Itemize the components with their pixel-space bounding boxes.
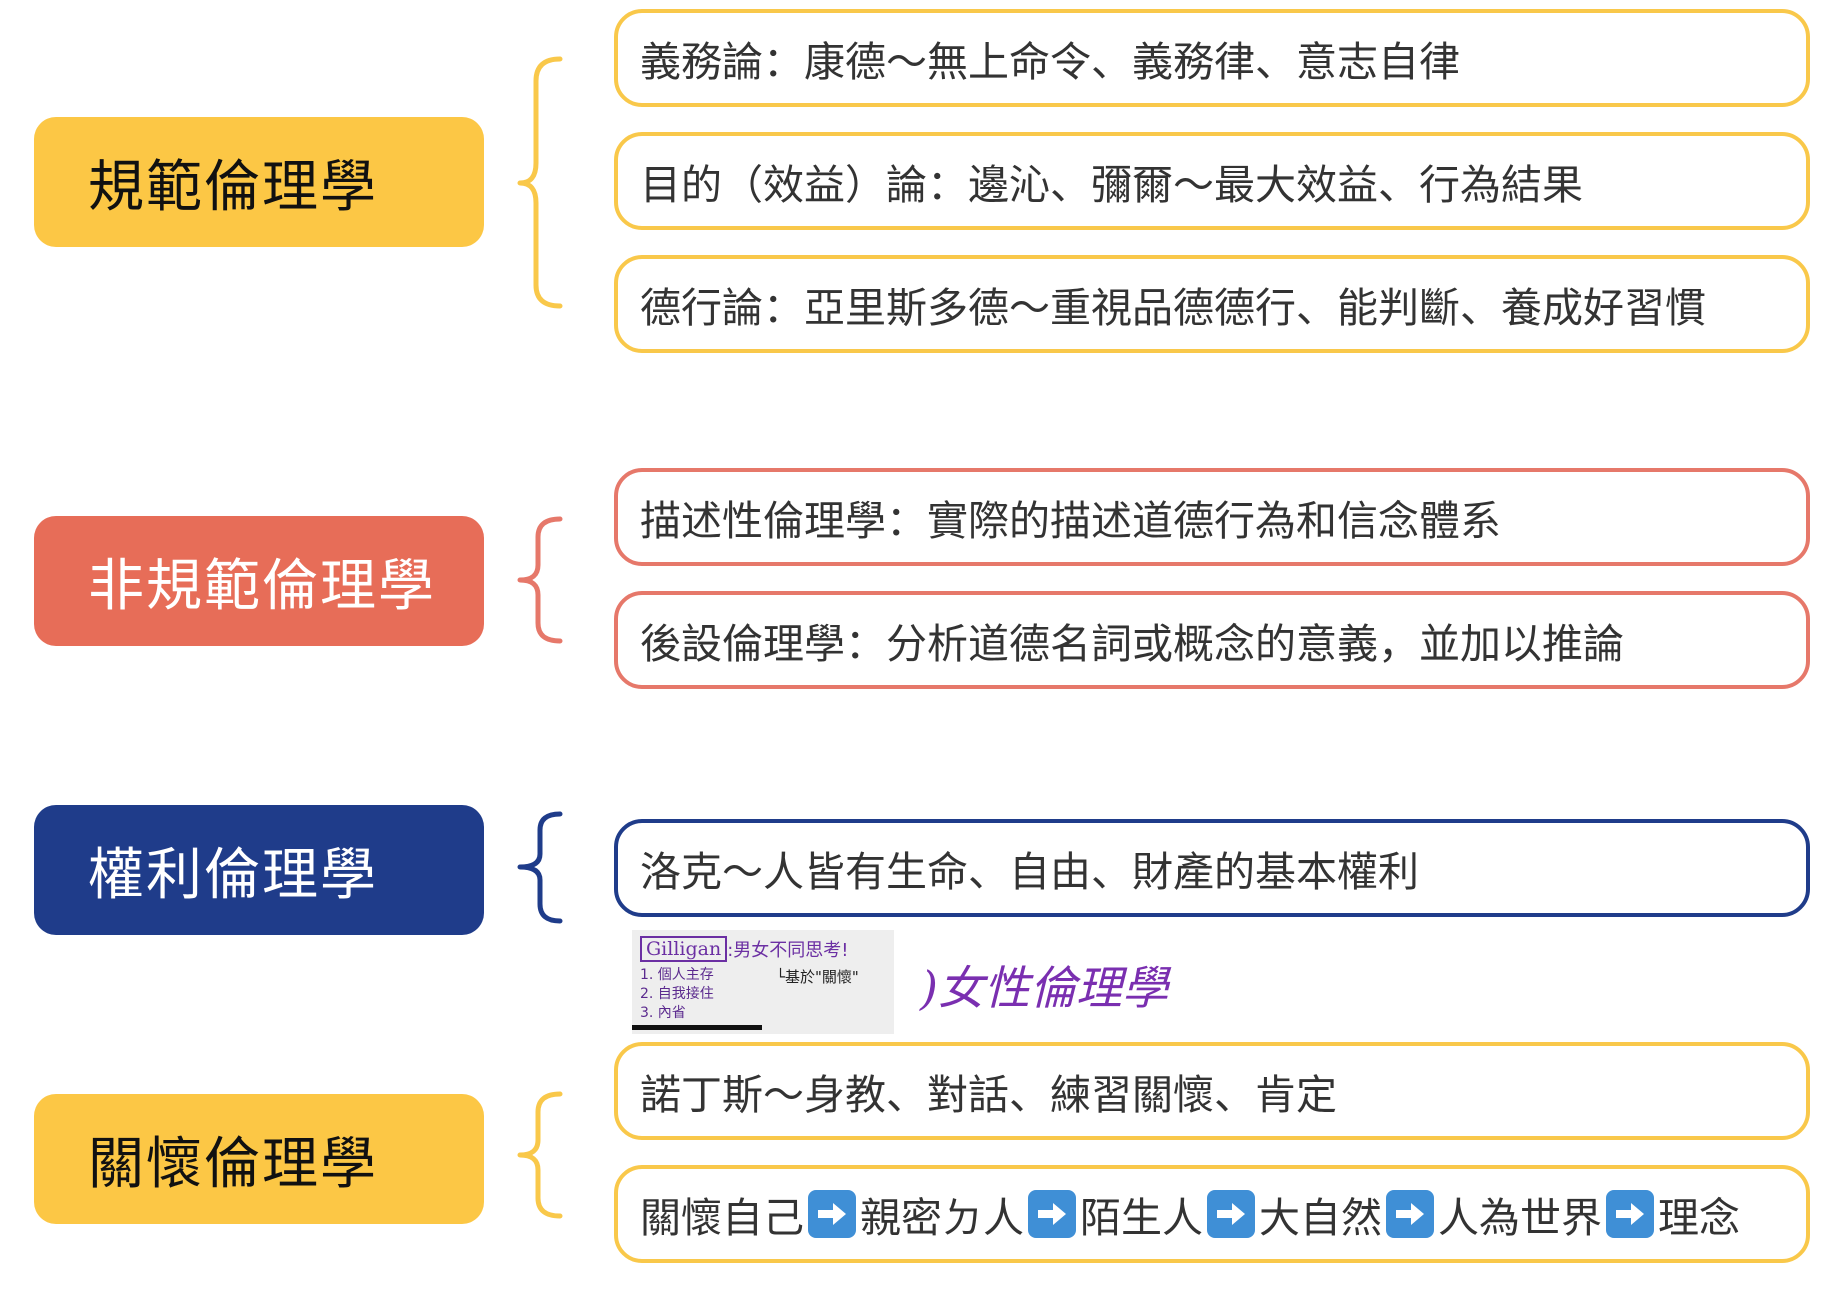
item-metaethics: 後設倫理學：分析道德名詞或概念的意義，並加以推論 — [614, 591, 1810, 689]
category-rights-ethics: 權利倫理學 — [34, 805, 484, 935]
category-normative-ethics: 規範倫理學 — [34, 117, 484, 247]
item-text: 後設倫理學：分析道德名詞或概念的意義，並加以推論 — [640, 620, 1624, 668]
item-noddings: 諾丁斯～身教、對話、練習關懷、肯定 — [614, 1042, 1810, 1140]
chain-step: 大自然 — [1259, 1194, 1382, 1242]
item-text: 描述性倫理學：實際的描述道德行為和信念體系 — [640, 497, 1501, 545]
right-arrow-icon — [808, 1190, 856, 1238]
handwritten-feminist-ethics: )女性倫理學 — [920, 961, 1168, 1015]
brace-care — [517, 1091, 563, 1219]
note-line: 1. 個人主存 — [640, 967, 714, 983]
right-arrow-icon — [1386, 1190, 1434, 1238]
item-text: 目的（效益）論：邊沁、彌爾～最大效益、行為結果 — [640, 161, 1583, 209]
gilligan-note: Gilligan :男女不同思考! └基於"關懷" 1. 個人主存 2. 自我接… — [632, 930, 894, 1034]
note-line: 2. 自我接住 — [640, 986, 714, 1002]
chain-step: 陌生人 — [1080, 1194, 1203, 1242]
item-descriptive-ethics: 描述性倫理學：實際的描述道德行為和信念體系 — [614, 468, 1810, 566]
category-label: 非規範倫理學 — [88, 553, 436, 619]
chain-step: 人為世界 — [1438, 1194, 1602, 1242]
item-text: 洛克～人皆有生命、自由、財產的基本權利 — [640, 848, 1419, 896]
note-title: Gilligan :男女不同思考! — [640, 936, 886, 962]
chain-step: 理念 — [1658, 1194, 1740, 1242]
note-sub: └基於"關懷" — [776, 968, 859, 986]
care-chain: 關懷自己 親密ㄉ人 陌生人 大自然 人為世界 理念 — [640, 1184, 1740, 1244]
item-virtue-ethics: 德行論：亞里斯多德～重視品德德行、能判斷、養成好習慣 — [614, 255, 1810, 353]
brace-rights — [517, 811, 563, 924]
right-arrow-icon — [1606, 1190, 1654, 1238]
item-text: 德行論：亞里斯多德～重視品德德行、能判斷、養成好習慣 — [640, 284, 1706, 332]
item-care-chain: 關懷自己 親密ㄉ人 陌生人 大自然 人為世界 理念 — [614, 1165, 1810, 1263]
item-text: 諾丁斯～身教、對話、練習關懷、肯定 — [640, 1071, 1337, 1119]
brace-non-normative — [517, 516, 563, 644]
chain-step: 親密ㄉ人 — [860, 1194, 1024, 1242]
note-text: :男女不同思考! — [727, 940, 849, 961]
note-line: 3. 內省 — [640, 1005, 686, 1021]
item-deontology: 義務論：康德～無上命令、義務律、意志自律 — [614, 9, 1810, 107]
item-locke-rights: 洛克～人皆有生命、自由、財產的基本權利 — [614, 819, 1810, 917]
category-label: 規範倫理學 — [88, 154, 378, 220]
item-text: 義務論：康德～無上命令、義務律、意志自律 — [640, 38, 1460, 86]
note-name: Gilligan — [640, 936, 728, 962]
category-label: 權利倫理學 — [88, 842, 378, 908]
brace-normative — [517, 56, 563, 309]
right-arrow-icon — [1207, 1190, 1255, 1238]
category-care-ethics: 關懷倫理學 — [34, 1094, 484, 1224]
chain-step: 關懷自己 — [640, 1194, 804, 1242]
note-underline — [632, 1025, 762, 1030]
right-arrow-icon — [1028, 1190, 1076, 1238]
note-lines: 1. 個人主存 2. 自我接住 3. 內省 — [640, 966, 886, 1023]
category-label: 關懷倫理學 — [88, 1131, 378, 1197]
item-teleology: 目的（效益）論：邊沁、彌爾～最大效益、行為結果 — [614, 132, 1810, 230]
category-non-normative-ethics: 非規範倫理學 — [34, 516, 484, 646]
